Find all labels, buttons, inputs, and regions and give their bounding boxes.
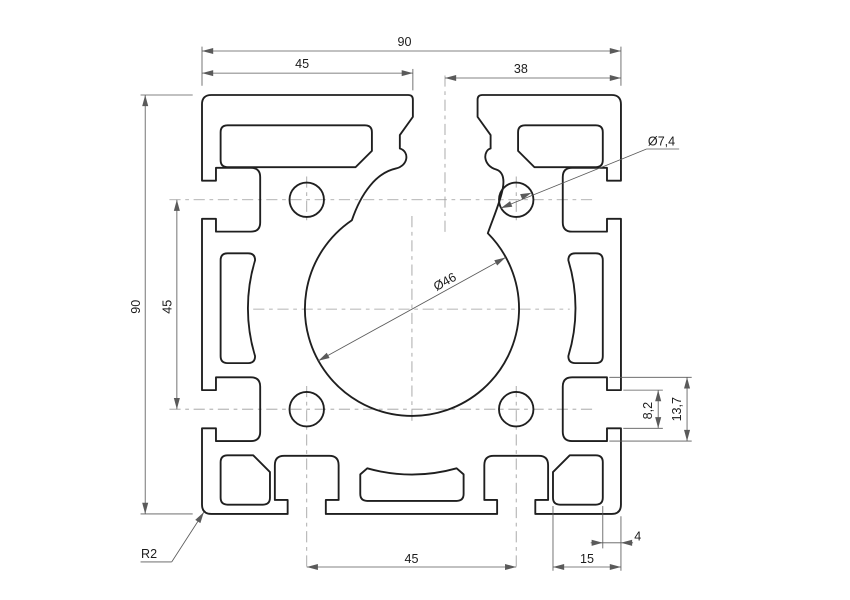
arrow [494, 257, 506, 266]
arrow [591, 539, 603, 546]
label-top-left-width: 45 [295, 57, 309, 71]
hole-bottom-left [288, 391, 325, 428]
arrow [500, 201, 513, 209]
cavity-bottom-center [359, 467, 465, 502]
label-left-hole-spacing: 45 [161, 300, 175, 314]
label-bottom-slot-spacing: 45 [404, 552, 418, 566]
hole-bottom-right [498, 391, 535, 428]
label-top-right-width: 38 [514, 62, 528, 76]
arrow [684, 429, 691, 442]
label-left-total-height: 90 [129, 300, 143, 314]
arrow [609, 47, 621, 55]
arrow [202, 47, 214, 55]
arrow [142, 95, 149, 107]
arrow [318, 352, 330, 361]
label-bottom-wall-thickness: 4 [634, 529, 641, 543]
label-corner-radius: R2 [141, 547, 157, 561]
arrow [655, 390, 662, 402]
arrow [142, 502, 149, 514]
profile-outer-contour [201, 94, 622, 515]
arrow [609, 563, 621, 571]
centerlines [169, 75, 594, 569]
cavity-bottom-left [219, 454, 271, 506]
dimension-lines [140, 46, 692, 571]
hole-top-left [288, 181, 325, 218]
dimension-arrowheads [142, 47, 691, 571]
leader-hole-diameter [500, 148, 647, 209]
label-bottom-right-offset: 15 [580, 552, 594, 566]
arrow [401, 70, 413, 77]
arrow [505, 563, 517, 571]
arrow [444, 74, 457, 82]
cavity-right-middle [567, 252, 604, 365]
label-slot-throat-width: 8,2 [641, 402, 655, 419]
arrow [552, 563, 565, 571]
arrow [620, 539, 633, 546]
profile-geometry [201, 94, 622, 515]
arrow [173, 398, 180, 410]
label-slot-cavity-width: 13,7 [670, 397, 684, 421]
label-hole-diameter: Ø7,4 [648, 135, 675, 149]
arrow [202, 70, 214, 77]
arrow [306, 563, 318, 571]
cavity-top-left [219, 124, 373, 169]
cavity-left-middle [219, 252, 256, 365]
hole-top-right [498, 181, 535, 218]
arrow [520, 192, 532, 200]
cavity-bottom-right [552, 454, 604, 506]
arrow [195, 512, 204, 524]
leader-bore-diameter [318, 257, 506, 362]
arrow [684, 377, 691, 389]
arrow [609, 74, 621, 82]
arrow [655, 417, 662, 429]
label-top-total-width: 90 [398, 35, 412, 49]
cavity-top-right [517, 124, 604, 169]
arrow [173, 199, 180, 211]
